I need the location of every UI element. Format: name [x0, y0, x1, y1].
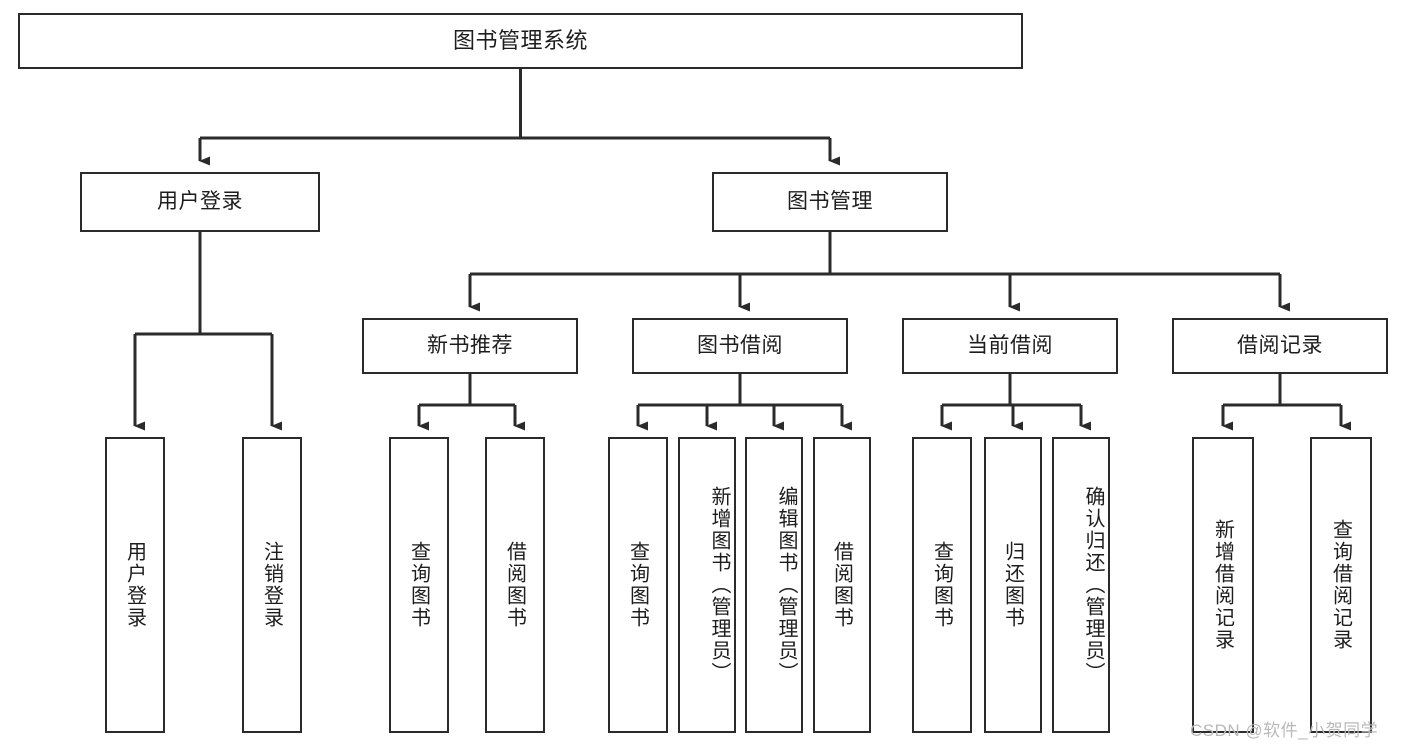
node-leaf-query-book-label: 查询图书	[626, 541, 649, 629]
node-book-borrow[interactable]: 图书借阅	[632, 318, 848, 374]
node-leaf-add-book[interactable]: 新增图书（管理员）	[678, 437, 736, 733]
node-leaf-borrow-book-label: 借阅图书	[830, 541, 853, 629]
node-user-login[interactable]: 用户登录	[80, 172, 320, 232]
node-borrow-record-label: 借阅记录	[1237, 334, 1323, 358]
node-leaf-confirm-return[interactable]: 确认归还（管理员）	[1052, 437, 1110, 733]
node-leaf-query-current-label: 查询图书	[930, 541, 953, 629]
node-book-manage[interactable]: 图书管理	[712, 172, 948, 232]
csdn-watermark: CSDN @软件_小贺同学	[1190, 721, 1379, 740]
node-leaf-query-book-rec-label: 查询图书	[407, 541, 430, 629]
node-leaf-user-login-label: 用户登录	[123, 541, 146, 629]
node-leaf-confirm-return-label: 确认归还（管理员）	[1082, 486, 1104, 684]
node-leaf-query-current[interactable]: 查询图书	[912, 437, 972, 733]
node-leaf-query-book-rec[interactable]: 查询图书	[389, 437, 449, 733]
node-leaf-user-login[interactable]: 用户登录	[105, 437, 165, 733]
node-leaf-borrow-book-rec[interactable]: 借阅图书	[485, 437, 545, 733]
node-leaf-query-book[interactable]: 查询图书	[608, 437, 668, 733]
node-leaf-edit-book[interactable]: 编辑图书（管理员）	[745, 437, 803, 733]
node-leaf-return-book[interactable]: 归还图书	[984, 437, 1042, 733]
node-new-book-rec[interactable]: 新书推荐	[362, 318, 578, 374]
node-leaf-query-record-label: 查询借阅记录	[1329, 519, 1352, 651]
node-leaf-edit-book-label: 编辑图书（管理员）	[775, 486, 797, 684]
node-current-borrow[interactable]: 当前借阅	[902, 318, 1118, 374]
node-leaf-logout[interactable]: 注销登录	[242, 437, 302, 733]
node-book-borrow-label: 图书借阅	[697, 334, 783, 358]
node-user-login-label: 用户登录	[157, 190, 243, 214]
node-leaf-query-record[interactable]: 查询借阅记录	[1310, 437, 1372, 733]
node-new-book-rec-label: 新书推荐	[427, 334, 513, 358]
node-borrow-record[interactable]: 借阅记录	[1172, 318, 1388, 374]
node-book-manage-label: 图书管理	[787, 190, 873, 214]
node-leaf-borrow-book-rec-label: 借阅图书	[503, 541, 526, 629]
node-leaf-return-book-label: 归还图书	[1001, 541, 1024, 629]
node-leaf-borrow-book[interactable]: 借阅图书	[813, 437, 871, 733]
node-leaf-add-book-label: 新增图书（管理员）	[708, 486, 730, 684]
node-root[interactable]: 图书管理系统	[18, 13, 1023, 69]
node-root-label: 图书管理系统	[452, 27, 588, 53]
node-leaf-logout-label: 注销登录	[260, 541, 283, 629]
node-current-borrow-label: 当前借阅	[967, 334, 1053, 358]
node-leaf-add-record-label: 新增借阅记录	[1211, 519, 1234, 651]
node-leaf-add-record[interactable]: 新增借阅记录	[1192, 437, 1254, 733]
